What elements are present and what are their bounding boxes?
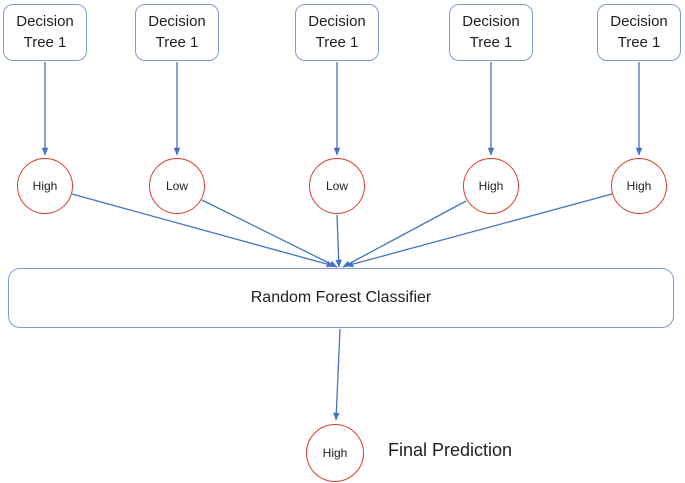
tree-output-label: High xyxy=(32,179,58,193)
final-output-label: High xyxy=(322,446,348,460)
tree-output-label: Low xyxy=(165,179,188,193)
arrow-output2-to-classifier xyxy=(201,199,338,268)
tree-output-circle-4: High xyxy=(463,158,519,214)
decision-tree-label: Decision Tree 1 xyxy=(308,13,366,51)
decision-tree-box-2: Decision Tree 1 xyxy=(135,4,219,61)
final-prediction-circle: High xyxy=(306,424,364,482)
classifier-label: Random Forest Classifier xyxy=(250,289,432,306)
tree-output-label: High xyxy=(478,179,504,193)
arrow-output4-to-classifier xyxy=(342,200,467,268)
arrow-output5-to-classifier xyxy=(345,193,613,268)
tree-output-circle-2: Low xyxy=(149,158,205,214)
decision-tree-box-1: Decision Tree 1 xyxy=(3,4,87,61)
tree-output-label: High xyxy=(626,179,652,193)
decision-tree-label: Decision Tree 1 xyxy=(16,13,74,51)
tree-output-circle-3: Low xyxy=(309,158,365,214)
decision-tree-box-3: Decision Tree 1 xyxy=(295,4,379,61)
tree-output-circle-1: High xyxy=(17,158,73,214)
arrow-classifier-to-final xyxy=(333,328,341,421)
random-forest-classifier-box: Random Forest Classifier xyxy=(8,268,674,328)
arrow-output3-to-classifier xyxy=(335,214,342,268)
tree-output-circle-5: High xyxy=(611,158,667,214)
final-prediction-caption: Final Prediction xyxy=(388,440,513,460)
decision-tree-box-5: Decision Tree 1 xyxy=(597,4,681,61)
decision-tree-label: Decision Tree 1 xyxy=(148,13,206,51)
decision-tree-box-4: Decision Tree 1 xyxy=(449,4,533,61)
decision-tree-label: Decision Tree 1 xyxy=(610,13,668,51)
tree-output-label: Low xyxy=(325,179,348,193)
decision-tree-label: Decision Tree 1 xyxy=(462,13,520,51)
arrow-output1-to-classifier xyxy=(71,193,335,268)
